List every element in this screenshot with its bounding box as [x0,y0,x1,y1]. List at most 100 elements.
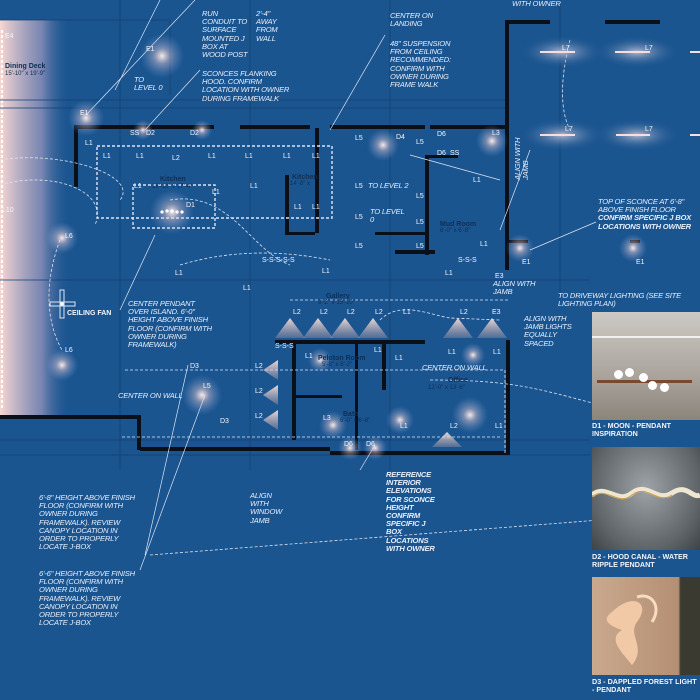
d3-dappled-forest-pendant-image [592,577,700,675]
note-center-on-wall: CENTER ON WALL [118,391,183,400]
svg-text:6'-0" x 6'-8": 6'-0" x 6'-8" [340,418,370,424]
fixture-tag: L5 [416,193,424,200]
note-to-driveway: TO DRIVEWAY LIGHTING (SEE SITE LIGHTING … [558,291,681,309]
fixture-tag: L5 [416,139,424,146]
fixture-tag: L1 [305,353,313,360]
fixture-tag: L2 [255,413,263,420]
note-to-level-2: TO LEVEL 2 [368,181,409,190]
fixture-tag: E1 [522,259,531,266]
fixture-tag: L1 [243,285,251,292]
svg-text:14'-8" x: 14'-8" x [290,181,310,187]
fixture-tag: L1 [448,349,456,356]
fixture-tag: L1 [250,183,258,190]
fixture-tag: L1 [445,270,453,277]
island-pendant-d1 [160,209,184,214]
note-center-landing: CENTER ON LANDING [390,11,433,29]
note-to-level-0: TO LEVEL 0 [134,75,163,93]
note-height-6-6: 6'-6" HEIGHT ABOVE FINISH FLOOR (CONFIRM… [39,569,135,628]
fixture-tag: L5 [203,383,211,390]
fixture-tag: E1 [146,46,155,53]
fixture-tag: D6 [437,131,446,138]
fixture-tag: L1 [495,423,503,430]
note-away-from-wall: 2'-4" AWAY FROM WALL [256,9,278,43]
note-height-6-8: 6'-8" HEIGHT ABOVE FINISH FLOOR (CONFIRM… [39,493,135,552]
d3-caption: D3 - DAPPLED FOREST LIGHT - PENDANT [592,677,697,694]
svg-text:Kitchen: Kitchen [292,174,318,181]
fixture-tag: L2 [255,388,263,395]
d1-moon-pendant-image [592,312,700,420]
fixture-tag: L10 [2,207,14,214]
fixture-tag: SS [130,130,140,137]
fixture-tag: L6 [65,347,73,354]
fixture-tag: L1 [136,153,144,160]
wall-wash-cones [263,318,507,447]
fixture-tag: L2 [460,309,468,316]
fixture-tag: L1 [403,309,411,316]
fixture-tag: L5 [355,214,363,221]
fixture-tag: L1 [395,355,403,362]
fixture-tag: L5 [416,243,424,250]
d2-hood-canal-pendant-image [592,447,700,550]
d1-caption: D1 - MOON - PENDANT INSPIRATION [592,421,672,438]
fixture-tag: S-S-S [458,257,477,264]
fixture-tag: E3 [492,309,501,316]
fixture-tag: L3 [492,130,500,137]
svg-text:12'-0" x 13'-6": 12'-0" x 13'-6" [428,385,465,391]
svg-text:16'-10" x 17'-4": 16'-10" x 17'-4" [152,184,192,190]
d2-caption: D2 - HOOD CANAL - WATER RIPPLE PENDANT [592,552,688,569]
fixture-tag: L7 [562,45,570,52]
fixture-tag: L1 [175,270,183,277]
fixture-tag: S-S-S-S-S [262,257,295,264]
fixture-tag: D3 [190,363,199,370]
fixture-tag: D2 [190,130,199,137]
fixture-tag: L5 [355,183,363,190]
svg-text:Peloton Room: Peloton Room [318,355,365,362]
fixture-tag: L1 [103,153,111,160]
note-suspension: 48" SUSPENSION FROM CEILING RECOMMENDED:… [390,39,451,90]
note-reference-elevations: REFERENCE INTERIOR ELEVATIONS FOR SCONCE… [386,470,435,553]
fixture-tag: E3 [495,273,504,280]
fixture-tag: L1 [480,241,488,248]
fixture-tag: S-S-S [275,343,294,350]
leader-lines [85,0,597,571]
fixture-tag: L1 [400,423,408,430]
deck-light-glow [0,20,70,415]
note-align-jamb-vertical: ALIGN WITH JAMB [513,137,531,180]
fixture-tag: L1 [283,153,291,160]
note-align-with-jamb: ALIGN WITH JAMB [493,279,536,297]
svg-text:Mud Room: Mud Room [440,221,476,228]
fixture-tag: D2 [146,130,155,137]
fixture-tag: L2 [172,155,180,162]
fixture-tag: L1 [322,268,330,275]
fixture-tag: L5 [355,135,363,142]
note-sconces-hood: SCONCES FLANKING HOOD. CONFIRM LOCATION … [202,69,290,103]
note-center-pendant: CENTER PENDANT OVER ISLAND. 6'-0" HEIGHT… [128,299,212,350]
fixture-tag: E1 [80,110,89,117]
fixture-tag: D4 [396,134,405,141]
fixture-tag: E4 [5,33,14,40]
fixture-tag: E1 [636,259,645,266]
walls [0,20,660,455]
fixture-tag: L6 [65,233,73,240]
fixture-tag: L2 [293,309,301,316]
ceiling-fan-icon [49,289,76,319]
fixture-tag: SS [450,150,460,157]
fixture-tag: L1 [312,153,320,160]
svg-text:9'-2" x 19'-10": 9'-2" x 19'-10" [318,300,355,306]
note-top-of-sconce: TOP OF SCONCE AT 6'-8" ABOVE FINISH FLOO… [598,197,692,231]
fixture-tag: L5 [355,243,363,250]
note-to-level-0-b: TO LEVEL 0 [370,207,405,225]
fixture-tag: L2 [255,363,263,370]
svg-text:Dining Deck: Dining Deck [5,63,46,70]
fixture-tag: L1 [85,140,93,147]
fixture-tag: L7 [565,126,573,133]
fixture-tag: L1 [245,153,253,160]
fixture-tag: L1 [134,183,142,190]
fixture-tag: L5 [416,219,424,226]
fixture-tag: D1 [186,202,195,209]
fixture-tag: L7 [645,45,653,52]
fixture-tag: D6 [344,441,353,448]
